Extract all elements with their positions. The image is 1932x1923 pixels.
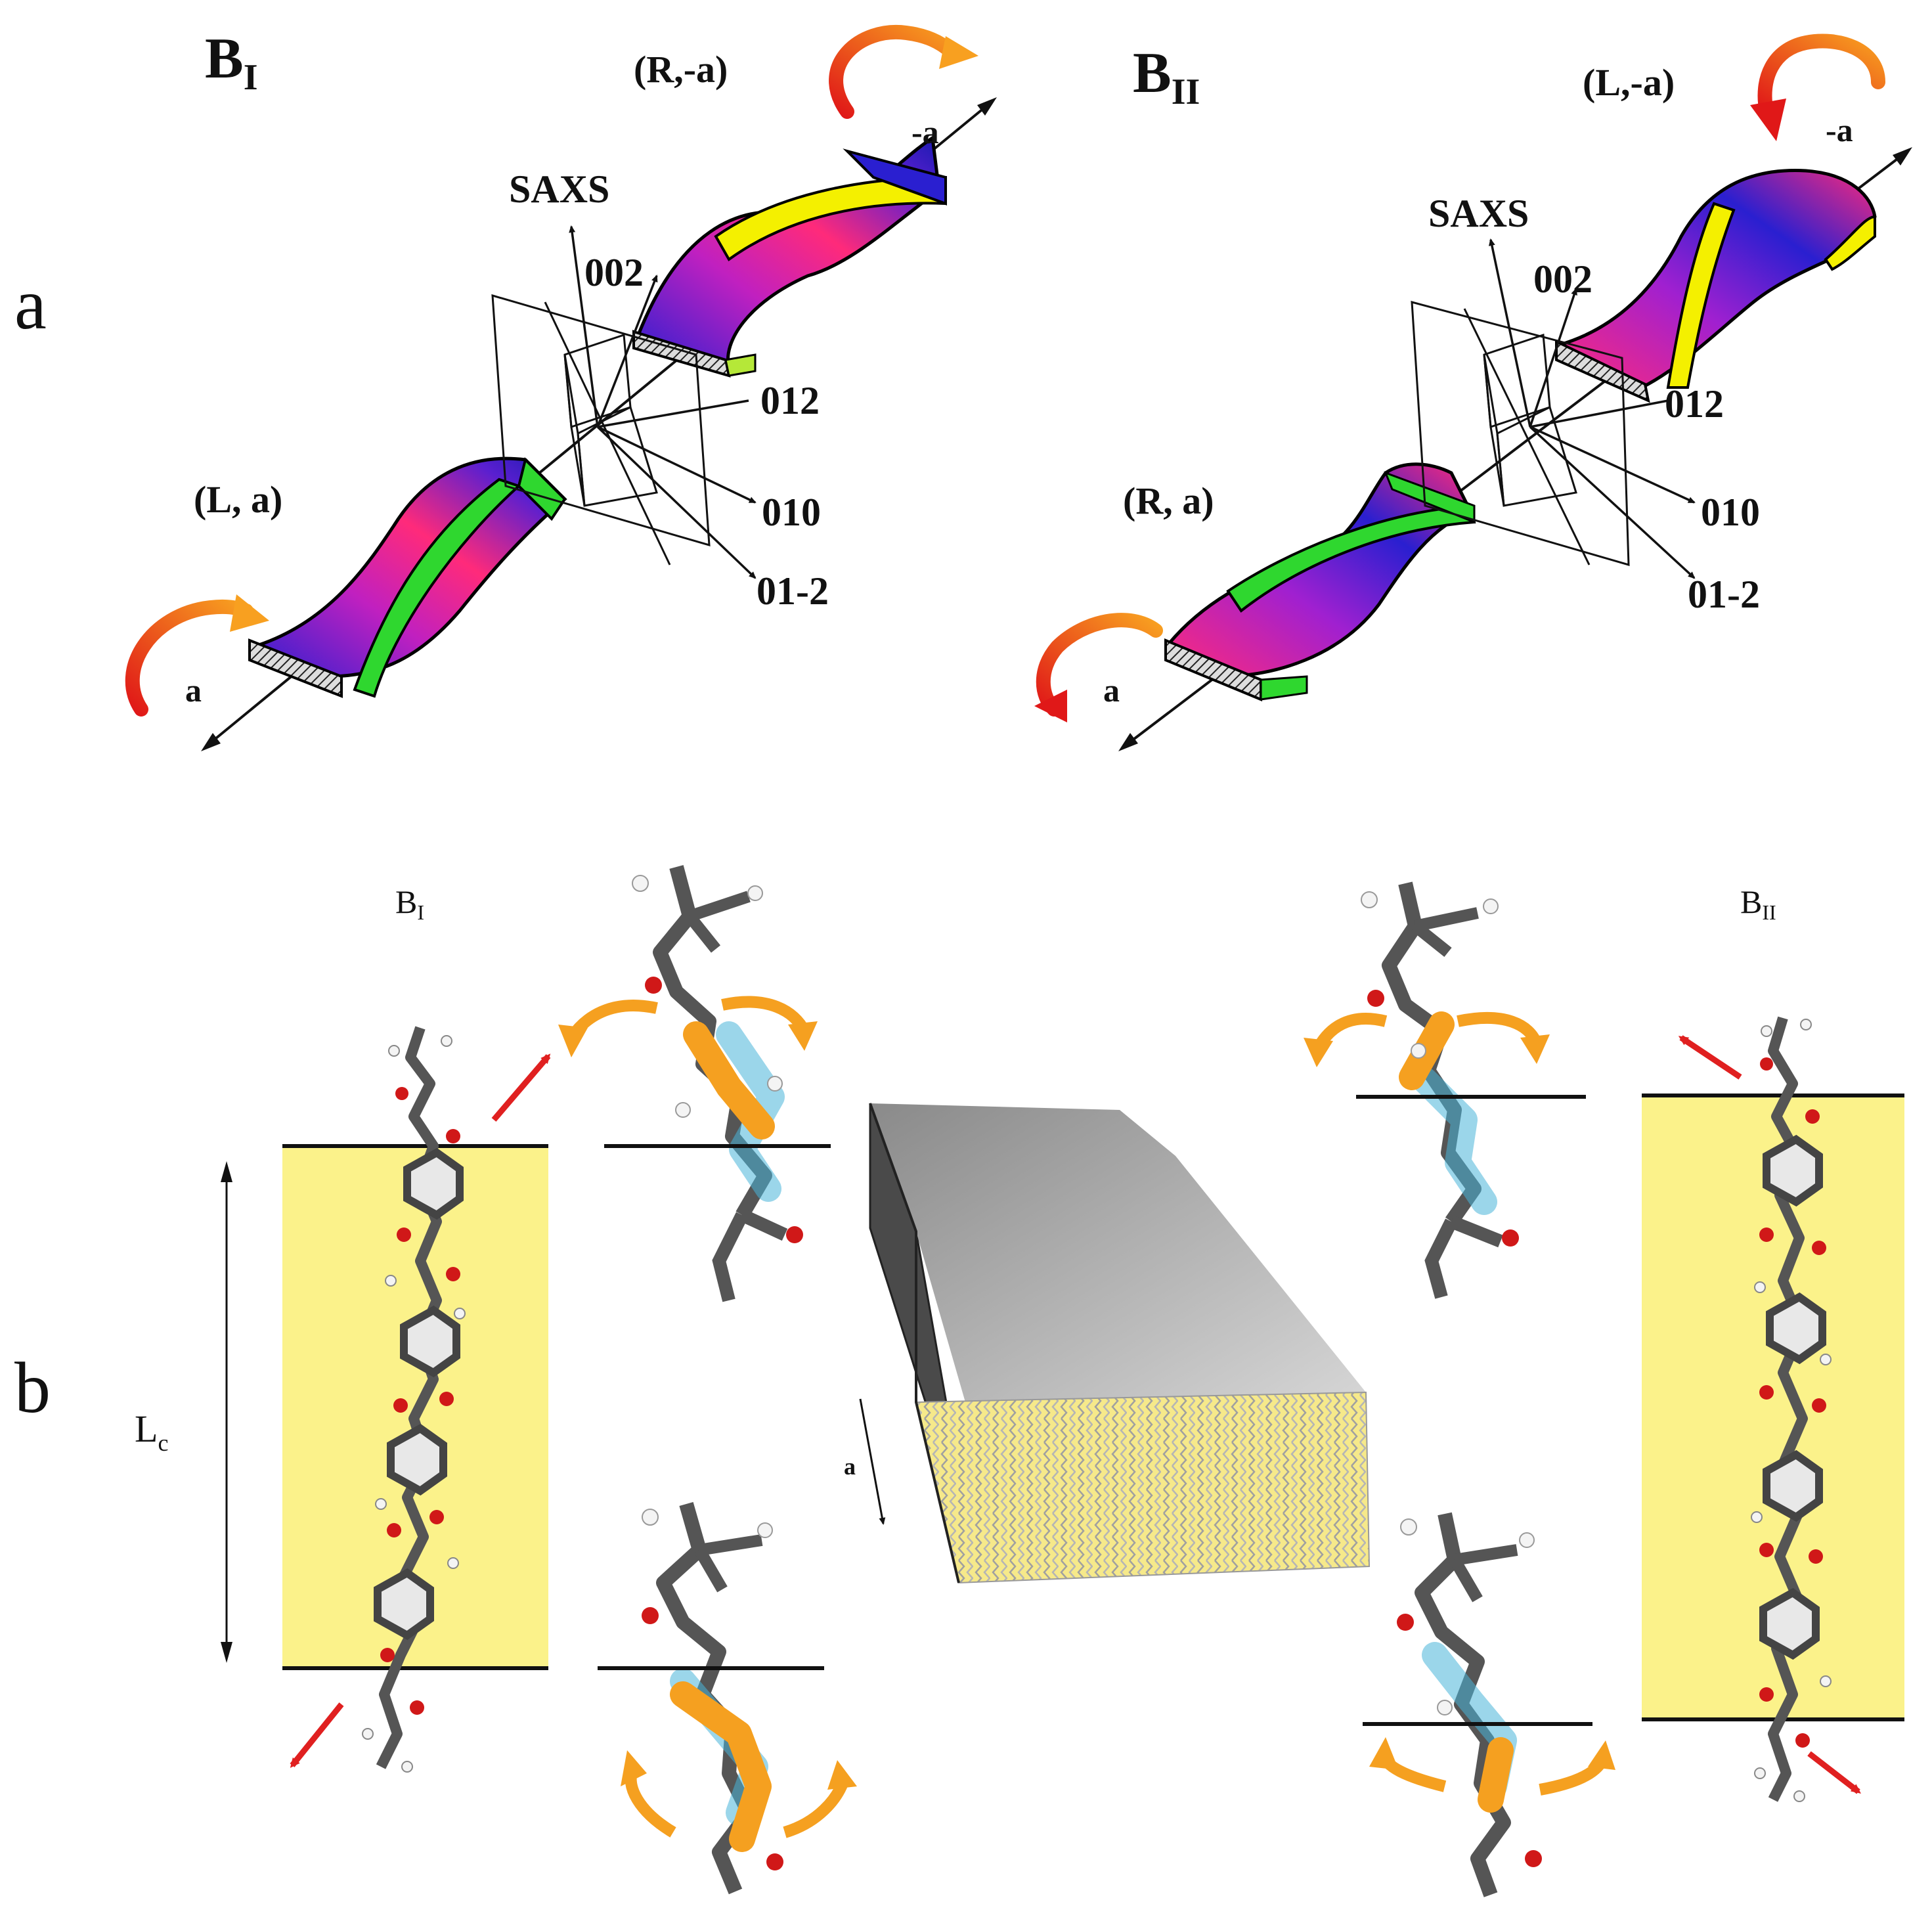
rotation-arrow-top-bi	[829, 24, 963, 119]
label-002-bii: 002	[1533, 257, 1592, 301]
panel-label-b: b	[14, 1348, 51, 1428]
label-012-bii: 012	[1665, 382, 1724, 426]
slab-axis-arrow	[859, 1398, 886, 1525]
fold-molecule-bi-top	[558, 865, 831, 1302]
label-bottom-axis-bi: a	[185, 672, 202, 709]
title-bii-a: BII	[1133, 41, 1200, 112]
polymer-chain-bii	[1751, 1016, 1832, 1802]
vec-002-bii	[1529, 288, 1577, 428]
upper-ribbon-bii	[1555, 169, 1877, 403]
panel-a-right: BII SAX	[1034, 33, 1912, 751]
lamellar-slab: a	[844, 1103, 1371, 1584]
panel-b: BI BII Lc	[135, 865, 1904, 1897]
vec-saxs-bii	[1488, 238, 1531, 428]
label-01-2-bi: 01-2	[757, 569, 829, 613]
label-lc: Lc	[135, 1407, 168, 1456]
label-bottom-end-bii: (R, a)	[1123, 479, 1214, 522]
title-bii-b: BII	[1740, 883, 1776, 924]
label-saxs-bii: SAXS	[1428, 192, 1529, 235]
vec-01-2-bi	[596, 426, 757, 579]
label-002-bi: 002	[584, 251, 644, 294]
lc-arrowhead-bottom	[221, 1642, 232, 1663]
label-bottom-axis-bii: a	[1103, 672, 1120, 709]
rotation-arrowhead-bottom-bii	[1034, 690, 1067, 722]
lower-ribbon-bi	[248, 456, 567, 698]
polymer-chain-bi	[362, 1026, 466, 1773]
label-010-bi: 010	[762, 491, 821, 534]
lc-arrowhead-top	[221, 1161, 232, 1182]
chain-arrow-bi-top	[491, 1053, 551, 1122]
label-top-end-bi: (R,-a)	[634, 48, 728, 91]
axis-arrowhead-top-bii	[1893, 147, 1912, 166]
crystal-planes-bi	[491, 294, 711, 565]
fold-molecule-bi-bottom	[598, 1501, 857, 1895]
lower-ribbon-bii	[1164, 462, 1476, 701]
label-top-axis-bii: -a	[1826, 112, 1853, 148]
vec-01-2-bii	[1529, 426, 1696, 579]
label-010-bii: 010	[1701, 491, 1760, 534]
label-012-bi: 012	[760, 379, 820, 422]
label-bottom-end-bi: (L, a)	[194, 478, 282, 521]
fold-molecule-bii-top	[1304, 881, 1586, 1299]
panel-a-left: BI	[125, 24, 997, 751]
label-01-2-bii: 01-2	[1688, 573, 1760, 616]
chain-arrow-bi-bottom	[290, 1702, 344, 1768]
upper-ribbon-bi	[632, 135, 947, 378]
label-slab-axis: a	[844, 1453, 856, 1480]
chain-arrow-bii-top	[1678, 1035, 1742, 1080]
panel-label-a: a	[14, 264, 47, 344]
label-top-end-bii: (L,-a)	[1583, 61, 1675, 104]
vec-saxs-bi	[569, 225, 599, 428]
fold-molecule-bii-bottom	[1363, 1512, 1615, 1897]
rotation-arrow-bottom-bii	[1036, 613, 1163, 717]
axis-arrowhead-bottom-bi	[201, 733, 221, 751]
axis-arrowhead-top-bi	[977, 97, 997, 116]
vec-010-bi	[597, 426, 757, 504]
rotation-arrowhead-bottom-bi	[230, 594, 269, 632]
vec-010-bii	[1529, 426, 1696, 504]
label-saxs-bi: SAXS	[509, 167, 609, 211]
rotation-arrow-top-bii	[1757, 33, 1885, 119]
label-top-axis-bi: -a	[911, 114, 939, 150]
vec-012-bi	[597, 399, 749, 428]
vec-012-bii	[1529, 399, 1669, 428]
chain-arrow-bii-bottom	[1807, 1751, 1861, 1794]
crystal-planes-bii	[1411, 301, 1630, 567]
title-bi-a: BI	[205, 27, 258, 98]
rotation-arrowhead-top-bii	[1750, 99, 1786, 141]
axis-arrowhead-bottom-bii	[1118, 733, 1138, 751]
vec-002-bi	[596, 275, 658, 428]
rotation-arrowhead-top-bi	[939, 36, 978, 69]
title-bi-b: BI	[395, 883, 424, 924]
rotation-arrow-bottom-bi	[125, 599, 253, 717]
